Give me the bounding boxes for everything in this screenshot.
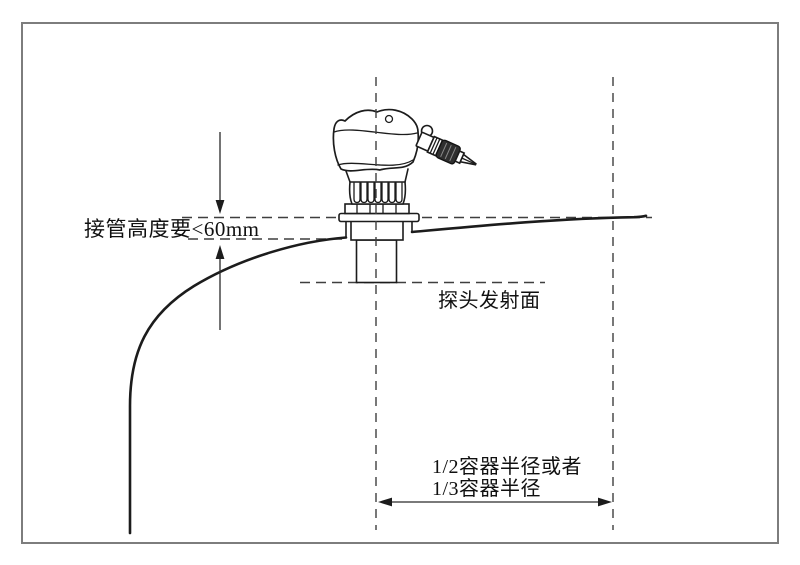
lock-nut <box>344 203 410 215</box>
radius-label-line1: 1/2容器半径或者 <box>432 455 582 478</box>
sensor-housing <box>332 108 420 172</box>
nozzle-height-dimension <box>215 132 225 330</box>
tank-roof-curve-right <box>410 214 648 234</box>
radius-label-line2: 1/3容器半径 <box>432 477 541 500</box>
sensor-neck-ribs <box>348 181 407 205</box>
nozzle-collar <box>350 220 404 241</box>
tank-roof-curve-left <box>128 236 348 535</box>
cable-gland <box>415 131 477 166</box>
nozzle-height-label: 接管高度要<60mm <box>84 217 260 241</box>
housing-lid-seam <box>333 129 418 136</box>
housing-bottom-seam <box>337 159 414 166</box>
mounting-flange <box>338 212 420 223</box>
lid-screw-icon <box>384 114 394 124</box>
housing-neck-joint <box>345 168 409 183</box>
radius-dimension-arrow <box>378 497 612 507</box>
probe-face-label: 探头发射面 <box>438 289 541 312</box>
